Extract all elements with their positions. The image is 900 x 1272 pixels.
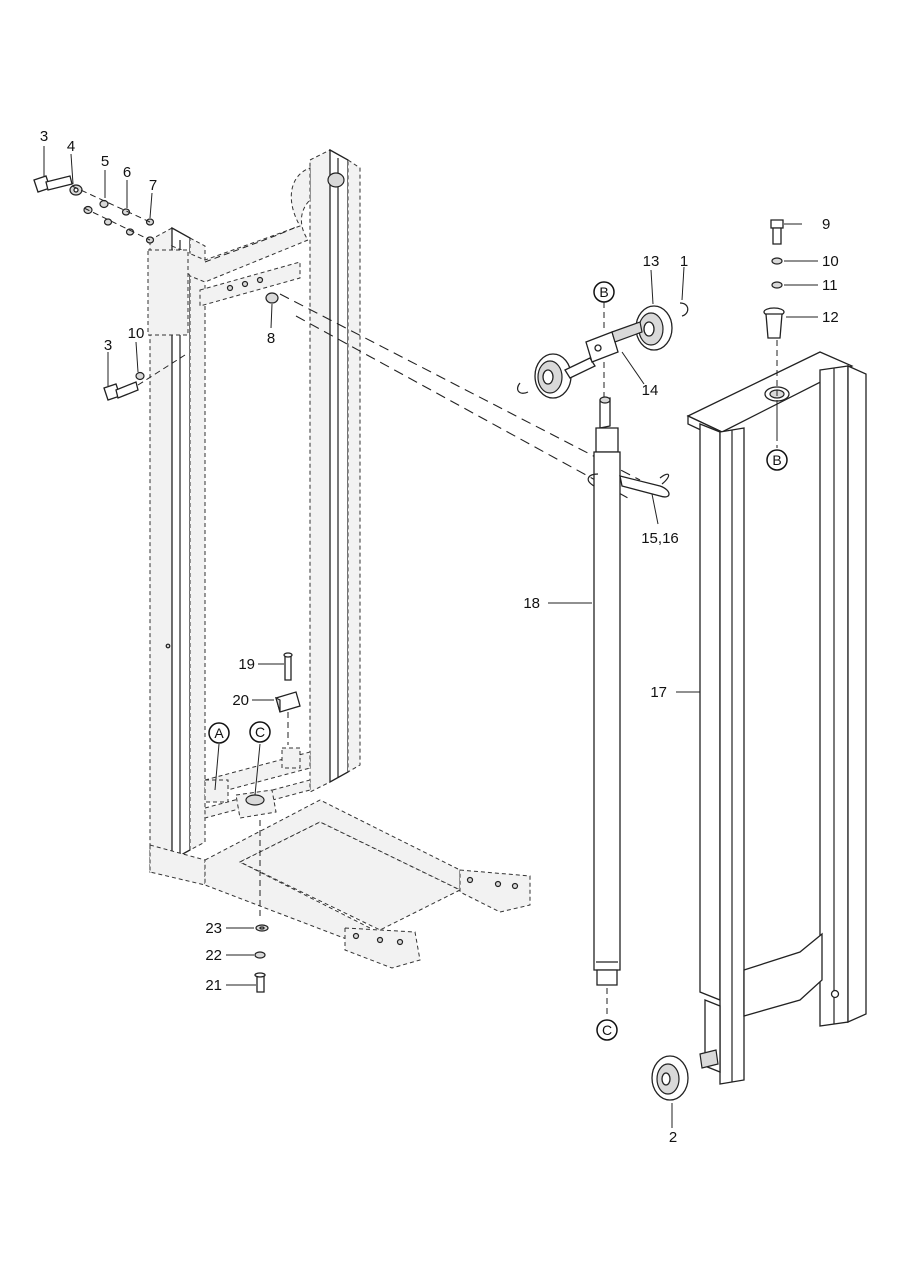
part-label-20: 20 — [232, 692, 249, 709]
right-top-hardware — [763, 219, 785, 339]
part-label-7: 7 — [149, 177, 157, 194]
part-label-22: 22 — [205, 947, 222, 964]
part-label-18: 18 — [523, 595, 540, 612]
lift-cylinder-18 — [587, 396, 670, 1018]
part-label-14: 14 — [642, 382, 659, 399]
part-label-8: 8 — [267, 330, 275, 347]
part-label-10-right: 10 — [822, 253, 839, 270]
part-label-1: 1 — [680, 253, 688, 270]
part-label-13: 13 — [643, 253, 660, 270]
part-label-11: 11 — [822, 277, 838, 294]
part-label-5: 5 — [101, 153, 109, 170]
part-label-19: 19 — [238, 656, 255, 673]
part-label-6: 6 — [123, 164, 131, 181]
part-label-9: 9 — [822, 216, 830, 233]
detail-ref-c-bottom: C — [602, 1022, 612, 1038]
inner-mast-17 — [651, 340, 867, 1101]
part-label-17: 17 — [650, 684, 667, 701]
part-label-3-lower: 3 — [104, 337, 112, 354]
part-label-21: 21 — [205, 977, 222, 994]
part-label-3: 3 — [40, 128, 48, 145]
top-left-hardware — [33, 175, 186, 401]
detail-ref-b-top: B — [599, 284, 608, 300]
bottom-hardware-21-22-23 — [254, 820, 269, 993]
pin-8 — [265, 292, 279, 304]
block-bolt-19-20 — [275, 652, 301, 745]
sheave-assembly — [516, 302, 689, 399]
part-label-10-left: 10 — [128, 325, 145, 342]
detail-ref-a: A — [214, 725, 224, 741]
detail-ref-c-base: C — [255, 724, 265, 740]
detail-reference-callouts: B B A C C — [208, 281, 788, 1041]
part-number-labels: 3 4 5 6 7 3 10 8 13 1 14 9 10 11 12 15,1… — [40, 128, 839, 1146]
part-label-4: 4 — [67, 138, 75, 155]
leader-lines — [43, 146, 818, 1128]
part-label-12: 12 — [822, 309, 839, 326]
mast-frame-assembly — [147, 148, 531, 969]
part-label-23: 23 — [205, 920, 222, 937]
detail-ref-b-right: B — [772, 452, 781, 468]
part-label-15-16: 15,16 — [641, 530, 679, 547]
part-label-2: 2 — [669, 1129, 677, 1146]
